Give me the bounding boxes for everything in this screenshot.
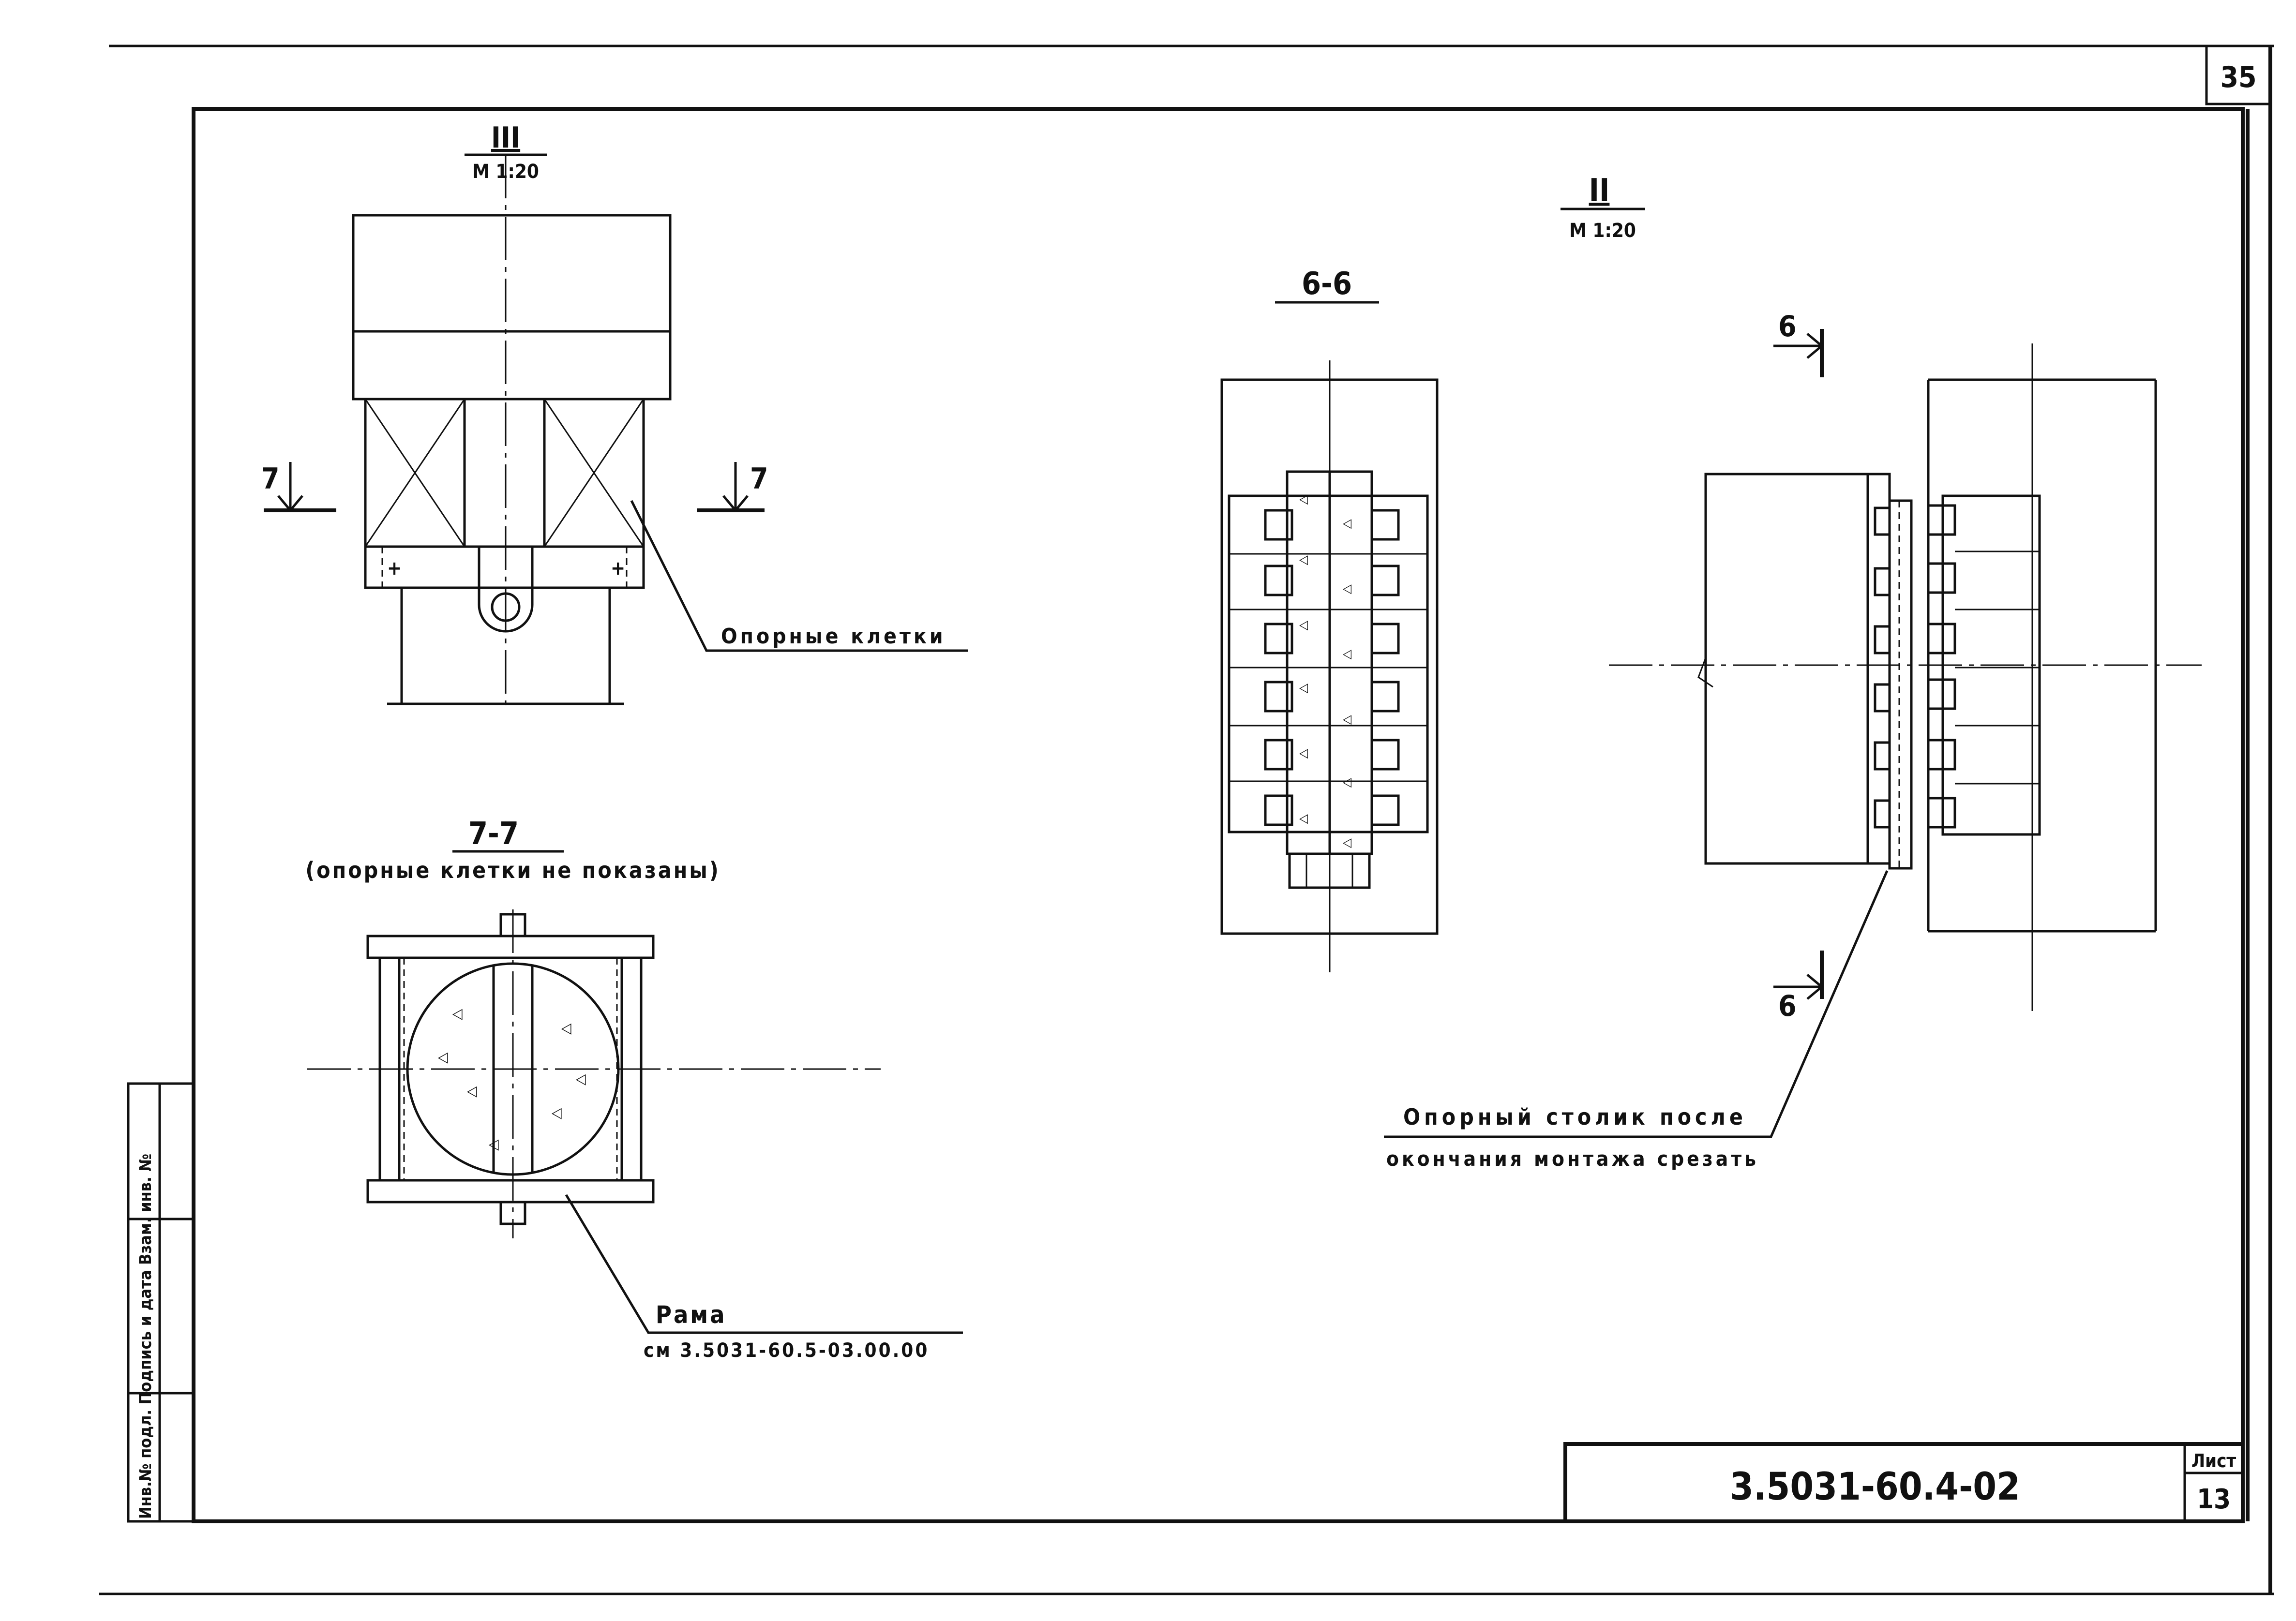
svg-text:◁: ◁ — [1343, 647, 1351, 661]
support-table-note-line2: окончания монтажа срезать — [1386, 1147, 1759, 1171]
section-7-7: ◁ ◁ ◁ ◁ ◁ ◁ ◁ — [307, 909, 963, 1334]
cut7-right-label: 7 — [750, 462, 768, 496]
frame-label: Рама — [656, 1301, 726, 1329]
side-stamp-text: Инв.№ подл. Подпись и дата Взам. инв. № — [136, 1154, 155, 1519]
view-three-scale: М 1:20 — [472, 161, 539, 183]
view-two-title: II — [1589, 173, 1610, 208]
svg-text:◁: ◁ — [1299, 552, 1308, 567]
title-block — [1563, 1442, 2245, 1523]
section-77-note: (опорные клетки не показаны) — [305, 857, 720, 883]
view-three: + + — [264, 155, 968, 711]
svg-text:◁: ◁ — [452, 1005, 463, 1022]
svg-text:◁: ◁ — [551, 1104, 562, 1121]
svg-text:◁: ◁ — [466, 1083, 477, 1100]
svg-text:◁: ◁ — [1299, 811, 1308, 826]
frame-reference: см 3.5031-60.5-03.00.00 — [644, 1339, 929, 1362]
page-number-box — [2205, 45, 2272, 105]
frame-beam — [364, 545, 645, 589]
sheet-label: Лист — [2191, 1450, 2236, 1472]
support-table-note-line1: Опорный столик после — [1403, 1104, 1747, 1130]
svg-text:◁: ◁ — [1299, 681, 1308, 695]
section-6-6: ◁ ◁ ◁ ◁ ◁ ◁ ◁ ◁ ◁ ◁ ◁ ◁ — [1220, 301, 1439, 972]
section-77-title: 7-7 — [468, 816, 519, 852]
lifting-lug — [478, 547, 534, 633]
view-two — [1384, 329, 2202, 1138]
sheet-frame — [99, 45, 2274, 1595]
sheet-number: 13 — [2197, 1484, 2231, 1515]
section-66-title: 6-6 — [1302, 266, 1352, 302]
svg-text:◁: ◁ — [437, 1049, 448, 1066]
svg-text:◁: ◁ — [1343, 581, 1351, 596]
support-cages-label: Опорные клетки — [721, 624, 946, 649]
svg-text:◁: ◁ — [488, 1136, 499, 1153]
page-number: 35 — [2220, 60, 2256, 94]
svg-text:◁: ◁ — [1343, 835, 1351, 850]
cut6-top-label: 6 — [1778, 310, 1797, 343]
svg-text:◁: ◁ — [1343, 712, 1351, 727]
view-two-scale: М 1:20 — [1569, 220, 1636, 242]
svg-text:◁: ◁ — [1299, 618, 1308, 632]
svg-text:◁: ◁ — [575, 1071, 586, 1087]
view-three-title: III — [491, 121, 520, 155]
svg-text:◁: ◁ — [1343, 775, 1351, 789]
svg-text:◁: ◁ — [1343, 516, 1351, 531]
svg-text:◁: ◁ — [561, 1020, 571, 1037]
concrete-core — [406, 962, 620, 1176]
document-code: 3.5031-60.4-02 — [1730, 1465, 2020, 1509]
svg-text:◁: ◁ — [1299, 492, 1308, 506]
cut7-left-label: 7 — [261, 462, 280, 496]
svg-text:◁: ◁ — [1299, 746, 1308, 760]
bolt-mark: + — [387, 557, 402, 580]
cut6-bottom-label: 6 — [1778, 989, 1797, 1023]
bolt-mark: + — [611, 557, 625, 580]
